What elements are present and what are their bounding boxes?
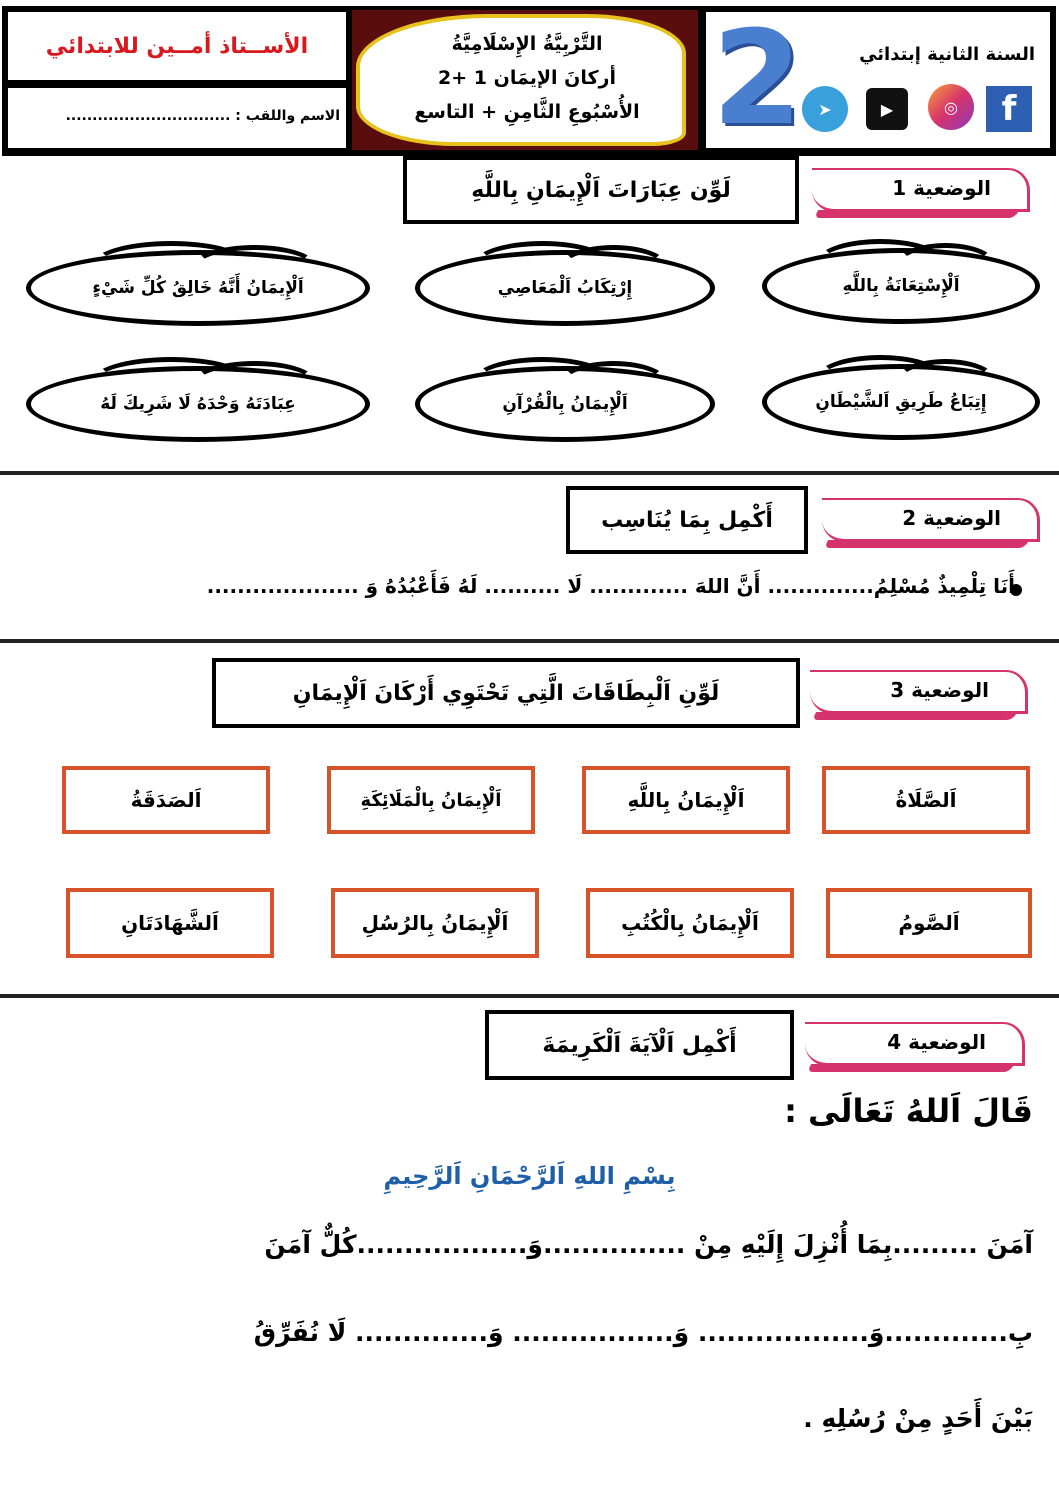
fill-sentence[interactable]: أَنَا تِلْمِيذٌ مُسْلِمُ.............. أ… <box>206 574 1015 598</box>
verse-intro: قَالَ اَللهُ تَعَالَى : <box>784 1092 1033 1130</box>
grade-label: السنة الثانية إبتدائي <box>859 44 1035 65</box>
section-title-3: لَوِّنِ اَلْبِطَاقَاتَ الَّتِي تَحْتَوِي… <box>212 658 800 728</box>
cloud-option[interactable]: إِرْتِكَابُ اَلْمَعَاصِي <box>415 241 715 326</box>
subject: التَّرْبِيَّةُ الإِسْلَامِيَّةُ <box>451 33 603 55</box>
week: الأُسْبُوعِ الثَّامِنِ + التاسع <box>414 101 640 123</box>
verse-line: بَيْنَ أَحَدٍ مِنْ رُسُلِهِ . <box>803 1404 1033 1433</box>
card-option[interactable]: اَلْإِيمَانُ بِالْكُتُبِ <box>586 888 794 958</box>
section-title-4: أَكْمِل اَلْآيَةَ اَلْكَرِيمَةَ <box>485 1010 794 1080</box>
section-tab-2: الوضعية 2 <box>822 498 1040 542</box>
divider <box>0 471 1059 475</box>
title-panel <box>352 10 698 150</box>
card-option[interactable]: اَلشَّهَادَتَانِ <box>66 888 274 958</box>
youtube-icon[interactable]: ▶ <box>866 88 908 130</box>
section-tab-4: الوضعية 4 <box>805 1022 1025 1066</box>
basmala: بِسْمِ اللهِ اَلرَّحْمَانِ اَلرَّحِيمِ <box>383 1162 676 1190</box>
name-field[interactable]: الاسم واللقب : .........................… <box>8 88 346 148</box>
section-tab-1: الوضعية 1 <box>812 168 1030 212</box>
bullet-icon <box>1010 584 1022 596</box>
section-tab-3: الوضعية 3 <box>810 670 1028 714</box>
telegram-icon[interactable]: ➤ <box>802 86 848 132</box>
cloud-option[interactable]: إِتِبَاعُ طَرِيقِ اَلشَّيْطَانِ <box>762 355 1040 440</box>
cloud-option[interactable]: اَلْإِيمَانُ بِالْقُرْآنِ <box>415 357 715 442</box>
teacher-name: الأســتاذ أمــين للابتدائي <box>8 12 346 80</box>
card-option[interactable]: اَلْإِيمَانُ بِاللَّهِ <box>582 766 790 834</box>
tab-label: الوضعية 4 <box>887 1030 986 1054</box>
verse-line[interactable]: آمَنَ .........بِمَا أُنْزِلَ إِلَيْهِ م… <box>264 1230 1033 1259</box>
logo-number: 2 <box>712 2 803 154</box>
cloud-option[interactable]: اَلْإِسْتِعَانَةُ بِاللَّهِ <box>762 239 1040 324</box>
instagram-icon[interactable]: ◎ <box>928 84 974 130</box>
card-option[interactable]: اَلْإِيمَانُ بِالْمَلَائِكَةِ <box>327 766 535 834</box>
verse-line[interactable]: بِ.............وَ.................. وَ..… <box>253 1318 1033 1347</box>
cloud-option[interactable]: عِبَادَتَهُ وَحْدَهُ لَا شَرِيكَ لَهُ <box>26 357 370 442</box>
lesson: أركانَ الإيمَان 1 +2 <box>438 67 616 89</box>
card-option[interactable]: اَلصَّومُ <box>826 888 1032 958</box>
card-option[interactable]: اَلصَّلَاةُ <box>822 766 1030 834</box>
card-option[interactable]: اَلصَدَقَةُ <box>62 766 270 834</box>
divider <box>0 639 1059 643</box>
tab-label: الوضعية 1 <box>892 176 991 200</box>
section-title-1: لَوِّن عِبَارَاتَ اَلْإِيمَانِ بِاللَّهِ <box>403 156 799 224</box>
title-text: التَّرْبِيَّةُ الإِسْلَامِيَّةُ أركانَ ا… <box>362 18 692 138</box>
cloud-option[interactable]: اَلْإِيمَانُ أَنَّهُ خَالِقُ كُلِّ شَيْء… <box>26 241 370 326</box>
tab-label: الوضعية 2 <box>902 506 1001 530</box>
tab-label: الوضعية 3 <box>890 678 989 702</box>
section-title-2: أَكْمِل بِمَا يُنَاسِب <box>566 486 808 554</box>
divider <box>0 994 1059 998</box>
card-option[interactable]: اَلْإِيمَانُ بِالرُسُلِ <box>331 888 539 958</box>
facebook-icon[interactable]: f <box>986 86 1032 132</box>
